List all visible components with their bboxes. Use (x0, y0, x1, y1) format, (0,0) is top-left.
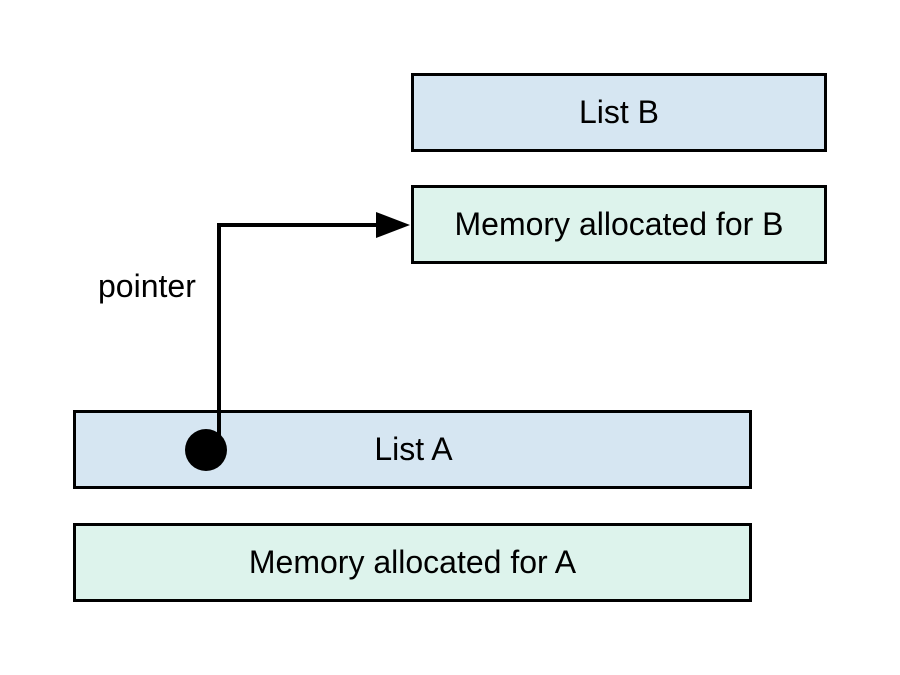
arrow-head-icon (376, 212, 410, 238)
list-b-label: List B (578, 94, 660, 130)
memory-b-label: Memory allocated for B (454, 206, 784, 242)
pointer-origin-dot (185, 429, 227, 471)
list-b-box: List B (411, 73, 827, 152)
list-a-label: List A (374, 431, 453, 467)
pointer-label: pointer (98, 268, 196, 304)
memory-a-label: Memory allocated for A (248, 544, 577, 580)
memory-b-box: Memory allocated for B (411, 185, 827, 264)
pointer-line (217, 223, 380, 451)
memory-a-box: Memory allocated for A (73, 523, 752, 602)
